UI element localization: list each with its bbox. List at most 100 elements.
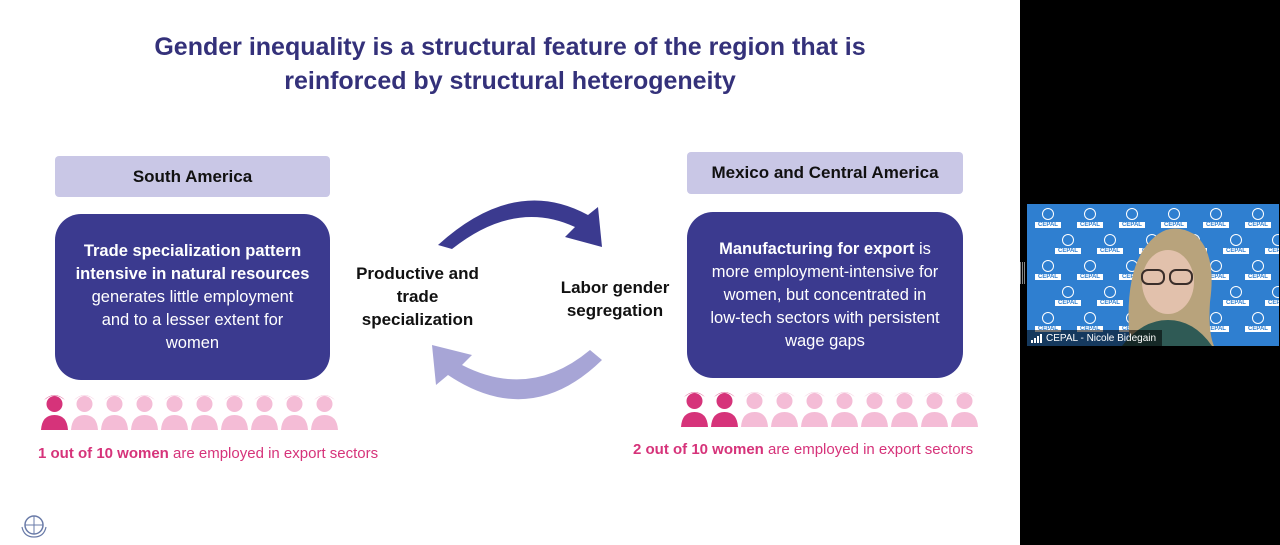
- drag-handle-icon[interactable]: [1020, 262, 1025, 284]
- person-icon: [950, 387, 979, 432]
- un-emblem-icon: [1042, 312, 1054, 324]
- cepal-tag: CEPAL: [1119, 274, 1145, 280]
- cepal-logo-tile: CEPAL: [1245, 260, 1271, 280]
- center-left-line-2: trade: [396, 287, 439, 306]
- participant-silhouette: [1122, 228, 1214, 346]
- region-label-south-america: South America: [55, 156, 330, 197]
- un-emblem-icon: [1210, 312, 1222, 324]
- circular-arrow-icon: [432, 200, 602, 400]
- un-emblem-icon: [21, 515, 47, 538]
- center-label-productive: Productive and trade specialization: [340, 262, 495, 331]
- cepal-tag: CEPAL: [1097, 300, 1123, 306]
- person-icon: [70, 390, 99, 435]
- person-icon: [740, 387, 769, 432]
- cepal-tag: CEPAL: [1119, 222, 1145, 228]
- box-bold-line-1: Trade specialization pattern: [83, 241, 302, 260]
- cepal-tag: CEPAL: [1035, 326, 1061, 332]
- cepal-tag: CEPAL: [1077, 274, 1103, 280]
- cepal-tag: CEPAL: [1035, 274, 1061, 280]
- person-icon: [280, 390, 309, 435]
- un-emblem-icon: [1062, 234, 1074, 246]
- cepal-tag: CEPAL: [1077, 222, 1103, 228]
- center-left-line-3: specialization: [361, 310, 474, 329]
- person-icon: [190, 390, 219, 435]
- cepal-logo-tile: CEPAL: [1097, 234, 1123, 254]
- un-emblem-icon: [1230, 234, 1242, 246]
- box-after-bold: is: [914, 239, 931, 258]
- un-emblem-icon: [1084, 260, 1096, 272]
- un-emblem-icon: [1126, 208, 1138, 220]
- person-icon: [310, 390, 339, 435]
- box-line-5: women: [165, 333, 220, 352]
- cepal-logo-tile: CEPAL: [1245, 208, 1271, 228]
- south-america-description-box: Trade specialization pattern intensive i…: [55, 214, 330, 380]
- top-arrow: [438, 200, 602, 249]
- person-icon: [100, 390, 129, 435]
- cepal-logo-tile: CEPAL: [1161, 208, 1187, 228]
- cepal-logo-tile: CEPAL: [1203, 208, 1229, 228]
- cepal-tag: CEPAL: [1077, 326, 1103, 332]
- cepal-tag: CEPAL: [1203, 326, 1229, 332]
- un-emblem-icon: [1104, 234, 1116, 246]
- cepal-logo-tile: CEPAL: [1223, 286, 1249, 306]
- cepal-tag: CEPAL: [1245, 274, 1271, 280]
- person-icon: [680, 387, 709, 432]
- cepal-tag: CEPAL: [1203, 222, 1229, 228]
- person-icon: [920, 387, 949, 432]
- slide-title: Gender inequality is a structural featur…: [60, 30, 960, 98]
- box-bold-line-2: intensive in natural resources: [75, 264, 310, 283]
- un-emblem-icon: [1272, 234, 1279, 246]
- box-line-3: generates little employment: [91, 287, 294, 306]
- stat-rest: are employed in export sectors: [168, 445, 379, 462]
- person-icon: [250, 390, 279, 435]
- un-emblem-icon: [1084, 312, 1096, 324]
- signal-bars-icon: [1031, 333, 1042, 343]
- box-bold: Manufacturing for export: [719, 239, 915, 258]
- person-icon: [130, 390, 159, 435]
- stat-bold: 1 out of 10 women: [38, 445, 169, 462]
- person-icon: [830, 387, 859, 432]
- person-icon: [40, 390, 69, 435]
- cepal-tag: CEPAL: [1161, 222, 1187, 228]
- center-right-line-1: Labor gender: [560, 278, 670, 297]
- cepal-logo-tile: CEPAL: [1203, 312, 1229, 332]
- people-row-mexico: [680, 387, 979, 432]
- cepal-tag: CEPAL: [1055, 248, 1081, 254]
- stat-mexico: 2 out of 10 women are employed in export…: [633, 441, 973, 458]
- center-label-labor: Labor gender segregation: [545, 276, 685, 322]
- un-emblem-icon: [1210, 208, 1222, 220]
- box-line-4: low-tech sectors with persistent: [710, 308, 940, 327]
- un-emblem-icon: [1042, 260, 1054, 272]
- un-emblem-icon: [1062, 286, 1074, 298]
- un-emblem-icon: [1230, 286, 1242, 298]
- cepal-tag: CEPAL: [1265, 248, 1279, 254]
- title-line-2: reinforced by structural heterogeneity: [284, 67, 736, 95]
- cepal-logo-tile: CEPAL: [1035, 208, 1061, 228]
- person-icon: [160, 390, 189, 435]
- person-icon: [220, 390, 249, 435]
- center-right-line-2: segregation: [566, 301, 664, 320]
- title-line-1: Gender inequality is a structural featur…: [154, 33, 866, 61]
- participant-name-bar: CEPAL - Nicole Bidegain: [1027, 330, 1163, 346]
- person-icon: [770, 387, 799, 432]
- un-emblem-icon: [1084, 208, 1096, 220]
- cepal-tag: CEPAL: [1097, 248, 1123, 254]
- cepal-tag: CEPAL: [1245, 326, 1271, 332]
- cepal-tag: CEPAL: [1223, 300, 1249, 306]
- cepal-logo-tile: CEPAL: [1077, 312, 1103, 332]
- box-line-2: more employment-intensive for: [711, 262, 939, 281]
- cepal-logo-tile: CEPAL: [1077, 260, 1103, 280]
- cepal-logo-tile: CEPAL: [1077, 208, 1103, 228]
- cepal-tag: CEPAL: [1203, 274, 1229, 280]
- un-emblem-icon: [1272, 286, 1279, 298]
- un-emblem-icon: [1252, 260, 1264, 272]
- cepal-logo-tile: CEPAL: [1265, 234, 1279, 254]
- region-label-mexico-central-america: Mexico and Central America: [687, 152, 963, 194]
- stat-south-america: 1 out of 10 women are employed in export…: [38, 445, 378, 462]
- mexico-description-box: Manufacturing for export is more employm…: [687, 212, 963, 378]
- box-line-3: women, but concentrated in: [723, 285, 927, 304]
- un-emblem-icon: [1252, 208, 1264, 220]
- cepal-logo-tile: CEPAL: [1245, 312, 1271, 332]
- cepal-tag: CEPAL: [1035, 222, 1061, 228]
